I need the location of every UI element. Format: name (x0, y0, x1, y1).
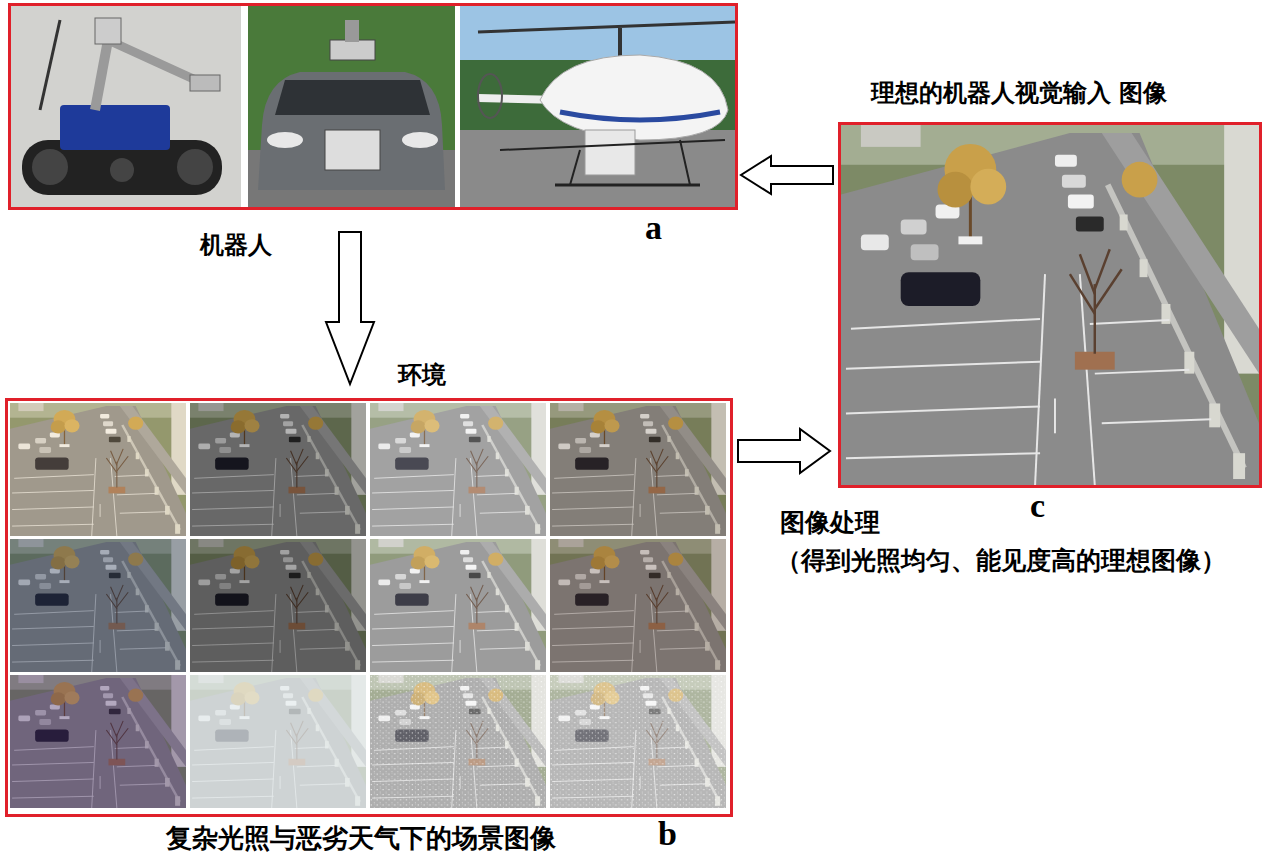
image-panel: 环境复杂光照与恶劣天气下的场景图像 (5, 398, 733, 817)
illustration-part (370, 675, 546, 808)
illustration-part (370, 403, 546, 536)
panel-letter: a (645, 208, 662, 249)
panel-letter: b (658, 814, 677, 855)
illustration-part (550, 675, 726, 808)
illustration-part (10, 539, 186, 672)
illustration-part (550, 675, 726, 808)
illustration-part (190, 75, 220, 91)
block-arrow (738, 429, 830, 473)
illustration-part (550, 539, 726, 672)
illustration-part (555, 184, 700, 187)
illustration-part (32, 149, 68, 185)
illustration-part (550, 403, 726, 536)
illustration-part (190, 539, 366, 672)
illustration-part (190, 539, 366, 672)
illustration-part (108, 40, 200, 82)
illustration-part (95, 40, 108, 110)
image-panel: 机器人 (8, 3, 738, 210)
illustration-part (370, 539, 546, 672)
block-arrow (741, 156, 833, 194)
illustration-part (275, 80, 430, 115)
illustration-part (841, 125, 1259, 485)
illustration-part (370, 403, 546, 536)
illustration-part (585, 130, 635, 175)
illustration-part (550, 403, 726, 536)
illustration-part (370, 675, 546, 808)
illustration-part (330, 40, 375, 60)
node-caption: 复杂光照与恶劣天气下的场景图像 (166, 823, 556, 854)
illustration-part (570, 150, 580, 185)
note-text: （得到光照均匀、能见度高的理想图像） (776, 546, 1226, 576)
illustration-part (370, 539, 546, 672)
illustration-part (10, 539, 186, 672)
edge-label: 图像处理 (780, 508, 880, 538)
illustration-part (478, 22, 735, 32)
node-heading: 环境 (398, 361, 446, 390)
illustration-part (370, 403, 546, 536)
illustration-part (550, 675, 726, 808)
illustration-part (177, 149, 213, 185)
illustration-part (402, 132, 438, 148)
illustration-part (841, 125, 1259, 485)
illustration-part (190, 403, 366, 536)
illustration-part (190, 403, 366, 536)
panel-letter: c (1030, 486, 1045, 527)
illustration-part (95, 18, 121, 44)
illustration-part (680, 140, 690, 185)
node-heading: 机器人 (200, 231, 272, 260)
illustration-part (190, 675, 366, 808)
illustration-part (10, 675, 186, 808)
illustration-part (60, 105, 170, 150)
illustration-part (190, 675, 366, 808)
illustration-part (550, 403, 726, 536)
illustration-part (190, 403, 366, 536)
illustration-part (370, 675, 546, 808)
illustration-part (550, 539, 726, 672)
illustration-part (267, 132, 303, 148)
illustration-part (10, 403, 186, 536)
robot-photos (11, 6, 735, 207)
illustration-part (370, 675, 546, 808)
illustration-part (110, 158, 134, 182)
illustration-part (248, 6, 455, 207)
node-heading: 理想的机器人视觉输入 图像 (871, 79, 1167, 108)
illustration-part (10, 675, 186, 808)
ideal-scene (841, 125, 1259, 485)
scene-grid (10, 403, 726, 808)
illustration-part (11, 6, 241, 207)
illustration-part (500, 140, 725, 150)
illustration-part (40, 20, 60, 110)
illustration-part (10, 539, 186, 672)
block-arrow (326, 232, 374, 384)
illustration-part (190, 539, 366, 672)
illustration-part (190, 675, 366, 808)
illustration-part (550, 675, 726, 808)
illustration-part (460, 6, 735, 207)
illustration-part (325, 130, 380, 170)
illustration-part (258, 72, 445, 190)
illustration-part (10, 403, 186, 536)
illustration-part (550, 539, 726, 672)
illustration-part (560, 112, 720, 120)
illustration-part (370, 539, 546, 672)
illustration-part (540, 55, 728, 140)
illustration-part (478, 74, 502, 118)
illustration-part (460, 130, 735, 207)
illustration-part (10, 675, 186, 808)
image-panel: 理想的机器人视觉输入 图像 (838, 122, 1262, 488)
illustration-part (10, 403, 186, 536)
illustration-part (345, 20, 359, 42)
